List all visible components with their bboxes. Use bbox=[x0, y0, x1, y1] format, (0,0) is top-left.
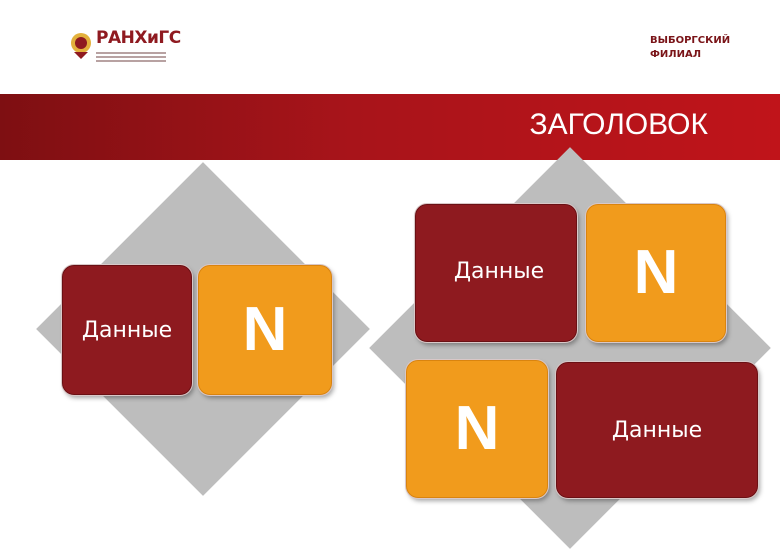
right-tile-bottom-left-n: N bbox=[406, 360, 548, 498]
logo-subtitle-line bbox=[96, 60, 166, 62]
logo-subtitle-line bbox=[96, 52, 166, 54]
logo-text: РАНХиГС bbox=[96, 28, 181, 48]
logo-subtitle-line bbox=[96, 56, 166, 58]
left-tile-data: Данные bbox=[62, 265, 192, 395]
right-tile-top-right-n: N bbox=[586, 204, 726, 342]
branch-name: ВЫБОРГСКИЙ ФИЛИАЛ bbox=[650, 34, 730, 62]
tile-n-label: N bbox=[454, 394, 500, 463]
right-tile-top-left-data: Данные bbox=[415, 204, 577, 342]
ranepa-logo: РАНХиГС bbox=[70, 28, 181, 68]
tile-label: Данные bbox=[453, 258, 545, 284]
tile-label: Данные bbox=[81, 317, 173, 343]
right-tile-bottom-right-data: Данные bbox=[556, 362, 758, 498]
branch-line-1: ВЫБОРГСКИЙ bbox=[650, 35, 731, 46]
header: РАНХиГС ВЫБОРГСКИЙ ФИЛИАЛ bbox=[0, 0, 780, 94]
branch-line-2: ФИЛИАЛ bbox=[650, 49, 702, 60]
tile-label: Данные bbox=[611, 417, 703, 443]
emblem-icon bbox=[71, 33, 91, 59]
tile-n-label: N bbox=[633, 238, 679, 307]
left-tile-n: N bbox=[198, 265, 332, 395]
tile-n-label: N bbox=[242, 295, 288, 364]
title-band bbox=[0, 94, 780, 160]
slide-title: ЗАГОЛОВОК bbox=[529, 108, 708, 141]
